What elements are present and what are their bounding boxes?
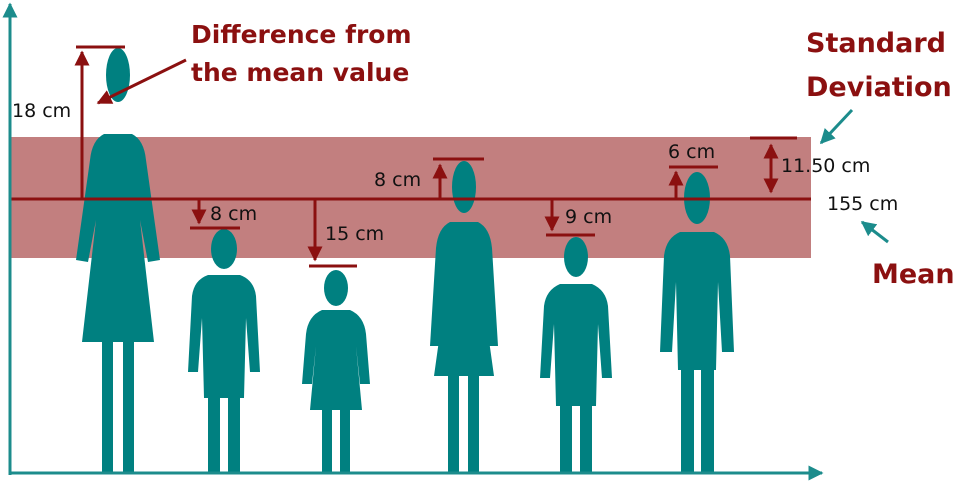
axes — [2, 2, 824, 481]
person-figure-1 — [76, 48, 160, 473]
mean-callout-arrow — [860, 220, 889, 244]
difference-label-6: 6 cm — [668, 141, 715, 163]
std-heading-line2: Deviation — [806, 72, 952, 103]
std-value-label: 11.50 cm — [781, 155, 870, 177]
difference-heading-line1: Difference from — [191, 20, 412, 49]
person-figure-6 — [660, 172, 734, 473]
difference-label-1: 18 cm — [12, 100, 71, 122]
person-figure-3 — [302, 270, 370, 473]
difference-label-4: 8 cm — [374, 169, 421, 191]
difference-label-3: 15 cm — [325, 223, 384, 245]
difference-callout-arrow — [96, 58, 187, 105]
person-figures — [76, 48, 734, 473]
std-deviation-bracket — [750, 136, 797, 194]
person-figure-2 — [188, 229, 260, 473]
difference-label-5: 9 cm — [565, 206, 612, 228]
std-callout-arrow — [819, 108, 854, 145]
person-figure-5 — [540, 237, 612, 473]
std-heading-line1: Standard — [806, 28, 946, 59]
difference-heading-line2: the mean value — [191, 58, 409, 87]
difference-indicators — [74, 45, 718, 268]
difference-label-2: 8 cm — [210, 203, 257, 225]
mean-heading: Mean — [872, 259, 955, 290]
mean-value-label: 155 cm — [827, 193, 898, 215]
